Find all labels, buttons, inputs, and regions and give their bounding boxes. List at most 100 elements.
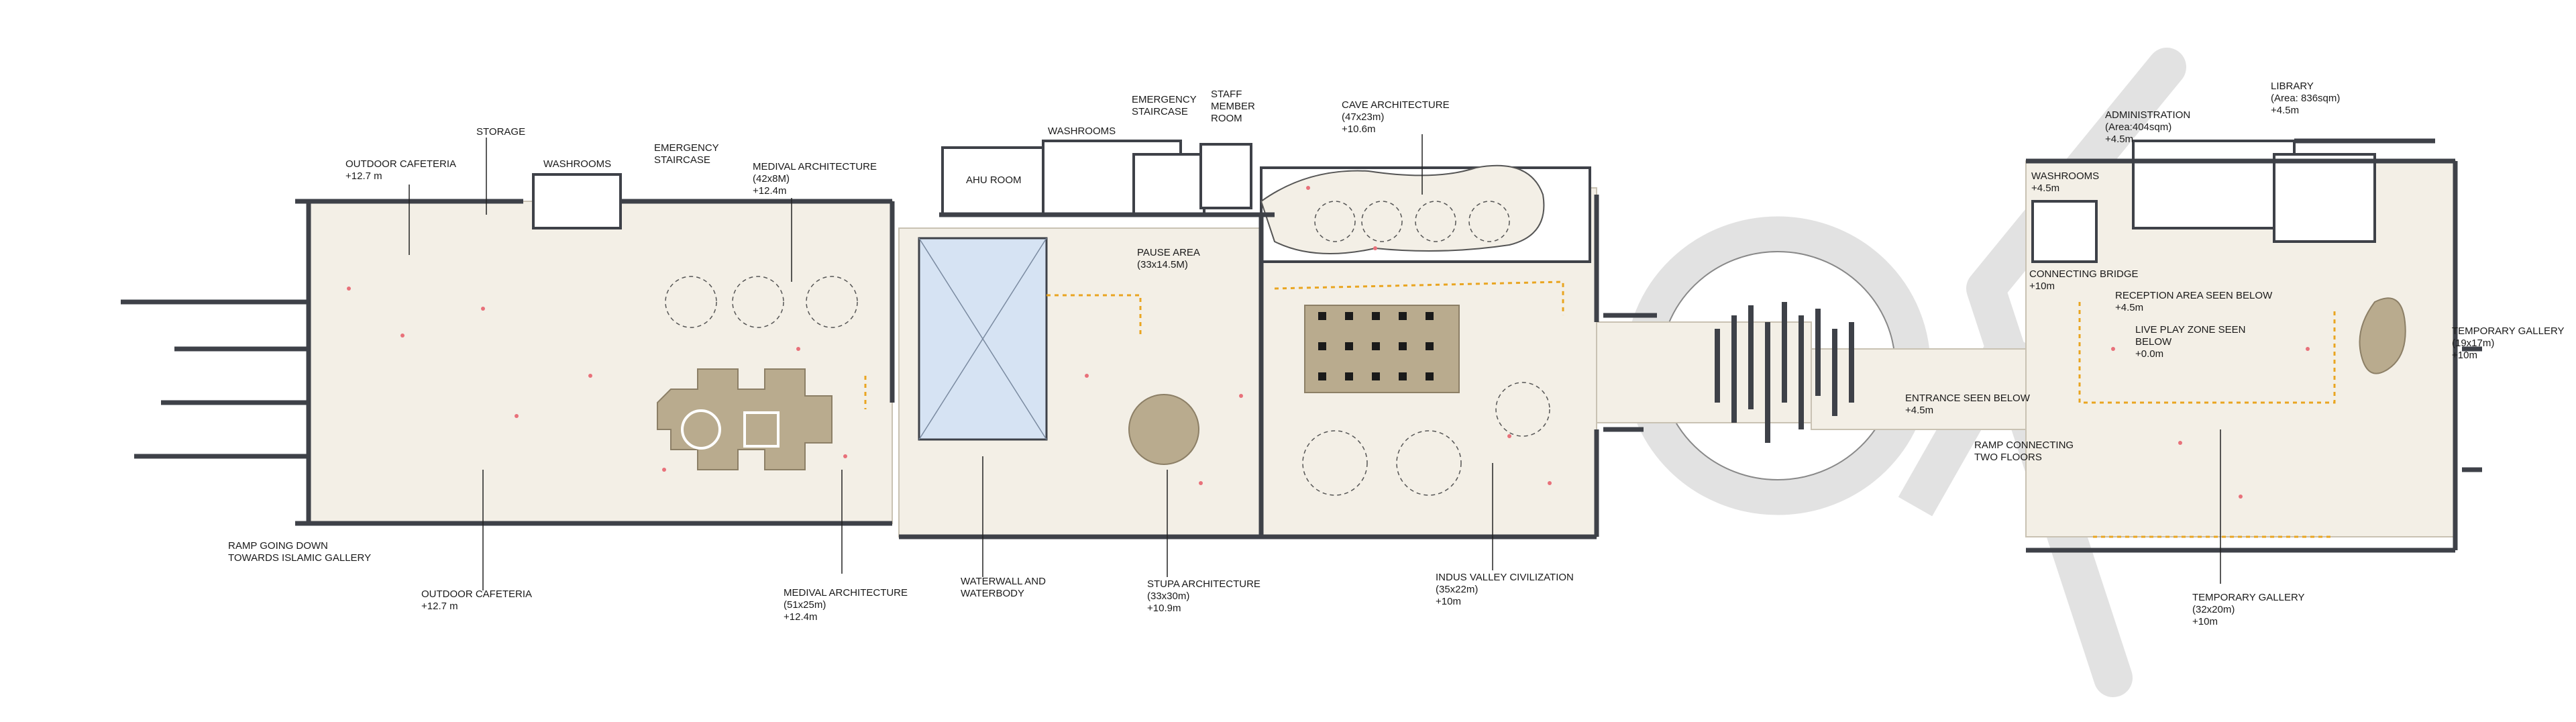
label-line: TOWARDS ISLAMIC GALLERY xyxy=(228,552,372,564)
label-medival-architecture-bottom: MEDIVAL ARCHITECTURE (51x25m) +12.4m xyxy=(784,587,908,623)
label-line: WASHROOMS xyxy=(2031,170,2100,182)
leader-lines xyxy=(409,134,2221,590)
label-live-play-zone: LIVE PLAY ZONE SEEN BELOW +0.0m xyxy=(2135,324,2246,360)
label-emergency-staircase-left: EMERGENCY STAIRCASE xyxy=(654,142,719,166)
label-line: PAUSE AREA xyxy=(1137,247,1200,258)
label-line: (35x22m) xyxy=(1436,584,1479,595)
cave-outline xyxy=(1260,164,1545,254)
label-line: +12.4m xyxy=(784,611,818,623)
visitor-markers xyxy=(347,186,2310,499)
label-line: STAIRCASE xyxy=(654,154,710,166)
label-line: +12.7 m xyxy=(345,170,382,182)
label-connecting-bridge: CONNECTING BRIDGE +10m xyxy=(2029,268,2139,293)
label-line: +10m xyxy=(2452,350,2477,361)
label-ramp-going-down: RAMP GOING DOWN TOWARDS ISLAMIC GALLERY xyxy=(228,540,371,564)
circulation-path xyxy=(864,280,2336,538)
label-line: WATERWALL AND xyxy=(961,576,1046,587)
waterwall-waterbody xyxy=(918,237,1048,441)
label-line: RAMP GOING DOWN xyxy=(228,540,328,552)
label-line: LIVE PLAY ZONE SEEN xyxy=(2135,324,2246,336)
rotunda-fins xyxy=(1715,302,1854,443)
label-line: STAIRCASE xyxy=(1132,106,1188,117)
label-line: LIBRARY xyxy=(2271,81,2314,92)
label-outdoor-cafeteria-top: OUTDOOR CAFETERIA +12.7 m xyxy=(345,158,456,183)
label-line: (51x25m) xyxy=(784,599,826,611)
label-line: WATERBODY xyxy=(961,588,1025,599)
label-library: LIBRARY (Area: 836sqm) +4.5m xyxy=(2271,81,2340,117)
walls xyxy=(121,138,2482,553)
label-line: STORAGE xyxy=(476,126,526,138)
label-line: (42x8M) xyxy=(753,173,790,185)
label-line: TEMPORARY GALLERY xyxy=(2452,325,2565,337)
label-line: OUTDOOR CAFETERIA xyxy=(345,158,457,170)
label-line: EMERGENCY xyxy=(1132,94,1197,105)
label-waterwall: WATERWALL AND WATERBODY xyxy=(961,576,1046,600)
label-line: +4.5m xyxy=(2271,105,2300,116)
label-line: STUPA ARCHITECTURE xyxy=(1147,578,1260,590)
label-line: ADMINISTRATION xyxy=(2105,109,2191,121)
label-line: CAVE ARCHITECTURE xyxy=(1342,99,1450,111)
label-washrooms-mid: WASHROOMS xyxy=(1048,125,1116,138)
label-washrooms-left: WASHROOMS xyxy=(543,158,611,170)
label-line: RECEPTION AREA SEEN BELOW xyxy=(2115,290,2273,301)
label-line: WASHROOMS xyxy=(543,158,612,170)
label-line: AHU ROOM xyxy=(966,174,1022,186)
label-line: (33x30m) xyxy=(1147,590,1190,602)
label-temporary-gallery-right: TEMPORARY GALLERY (19x17m) +10m xyxy=(2452,325,2565,362)
label-staff-member-room: STAFF MEMBER ROOM xyxy=(1211,89,1255,125)
label-emergency-staircase-mid: EMERGENCY STAIRCASE xyxy=(1132,94,1197,118)
label-line: +10m xyxy=(2029,280,2055,292)
label-line: ENTRANCE SEEN BELOW xyxy=(1905,393,2030,404)
label-line: +10.6m xyxy=(1342,123,1376,135)
label-washrooms-right: WASHROOMS +4.5m xyxy=(2031,170,2099,195)
label-line: STAFF xyxy=(1211,89,1242,100)
label-line: +4.5m xyxy=(2105,134,2134,145)
label-line: +10.9m xyxy=(1147,603,1181,614)
display-circles xyxy=(665,201,1550,496)
label-line: BELOW xyxy=(2135,336,2172,348)
label-line: (33x14.5M) xyxy=(1137,259,1188,270)
label-line: OUTDOOR CAFETERIA xyxy=(421,588,533,600)
label-line: (Area:404sqm) xyxy=(2105,121,2172,133)
label-line: +4.5m xyxy=(2031,183,2060,194)
label-storage: STORAGE xyxy=(476,126,525,138)
label-line: +4.5m xyxy=(1905,405,1934,416)
label-temporary-gallery-bottom: TEMPORARY GALLERY (32x20m) +10m xyxy=(2192,592,2305,628)
label-line: MEDIVAL ARCHITECTURE xyxy=(753,161,877,172)
exhibit-ring xyxy=(681,409,721,450)
label-line: INDUS VALLEY CIVILIZATION xyxy=(1436,572,1574,583)
label-line: +10m xyxy=(1436,596,1461,607)
pillars xyxy=(1318,312,1434,380)
label-entrance: ENTRANCE SEEN BELOW +4.5m xyxy=(1905,393,2030,417)
label-line: MEDIVAL ARCHITECTURE xyxy=(784,587,908,599)
label-medival-architecture-top: MEDIVAL ARCHITECTURE (42x8M) +12.4m xyxy=(753,161,877,197)
label-line: ROOM xyxy=(1211,113,1242,124)
label-stupa-architecture: STUPA ARCHITECTURE (33x30m) +10.9m xyxy=(1147,578,1260,615)
label-indus-valley: INDUS VALLEY CIVILIZATION (35x22m) +10m xyxy=(1436,572,1574,608)
label-line: (Area: 836sqm) xyxy=(2271,93,2341,104)
label-line: (32x20m) xyxy=(2192,604,2235,615)
label-line: +0.0m xyxy=(2135,348,2164,360)
label-administration: ADMINISTRATION (Area:404sqm) +4.5m xyxy=(2105,109,2190,146)
label-line: WASHROOMS xyxy=(1048,125,1116,137)
label-line: +12.4m xyxy=(753,185,787,197)
label-reception-area: RECEPTION AREA SEEN BELOW +4.5m xyxy=(2115,290,2272,314)
label-cave-architecture: CAVE ARCHITECTURE (47x23m) +10.6m xyxy=(1342,99,1450,136)
label-ramp-connecting: RAMP CONNECTING TWO FLOORS xyxy=(1974,440,2074,464)
label-line: (47x23m) xyxy=(1342,111,1385,123)
label-pause-area: PAUSE AREA (33x14.5M) xyxy=(1137,247,1200,271)
label-line: TEMPORARY GALLERY xyxy=(2192,592,2305,603)
label-ahu-room: AHU ROOM xyxy=(966,174,1022,187)
label-line: +4.5m xyxy=(2115,302,2144,313)
exhibit-square xyxy=(743,411,780,448)
label-line: (19x17m) xyxy=(2452,338,2495,349)
label-outdoor-cafeteria-bottom: OUTDOOR CAFETERIA +12.7 m xyxy=(421,588,532,613)
label-line: TWO FLOORS xyxy=(1974,452,2042,463)
label-line: CONNECTING BRIDGE xyxy=(2029,268,2139,280)
label-line: RAMP CONNECTING xyxy=(1974,440,2074,451)
label-line: MEMBER xyxy=(1211,101,1255,112)
label-line: +10m xyxy=(2192,616,2218,627)
label-line: EMERGENCY xyxy=(654,142,719,154)
label-line: +12.7 m xyxy=(421,601,458,612)
